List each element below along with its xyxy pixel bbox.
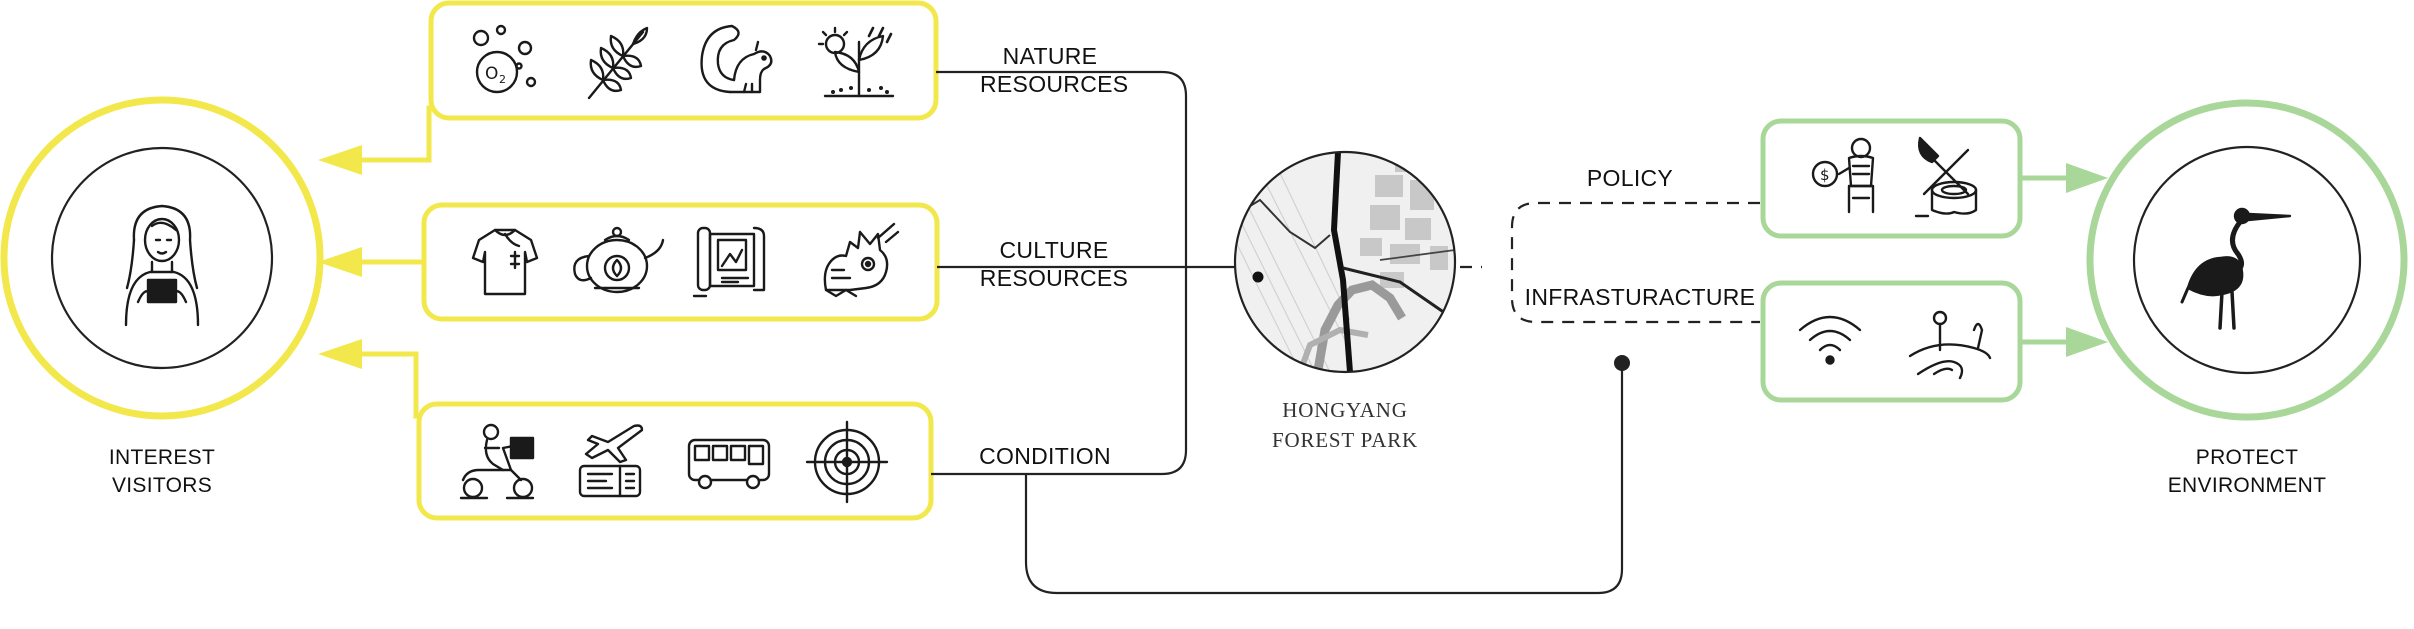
interest-visitors-label: INTEREST VISITORS <box>82 444 242 500</box>
svg-text:$: $ <box>1820 166 1830 184</box>
environment-circle <box>2086 99 2408 421</box>
connector-lines <box>931 70 1760 595</box>
policy-box <box>1760 118 2023 239</box>
park-name-label: HONGYANG FOREST PARK <box>1230 395 1460 455</box>
condition-label: CONDITION <box>979 443 1111 469</box>
nature-resources-line1: NATURE <box>1002 43 1098 69</box>
arrow-nature-to-visitors <box>318 105 432 175</box>
interest-visitors-line1: INTEREST <box>108 446 216 469</box>
nature-resources-label: NATURE RESOURCES <box>980 42 1129 98</box>
teapot-icon <box>573 226 665 294</box>
svg-text:2: 2 <box>499 73 506 86</box>
park-name-line2: FOREST PARK <box>1272 428 1418 452</box>
oxygen-icon: O 2 <box>472 24 537 94</box>
flight-ticket-icon <box>578 424 644 498</box>
no-logging-icon <box>1914 136 1978 218</box>
wheat-icon <box>587 26 649 100</box>
subsidy-person-icon: $ <box>1811 137 1875 214</box>
park-name-line1: HONGYANG <box>1282 398 1408 422</box>
heron-bird-icon <box>2180 207 2292 330</box>
squirrel-icon <box>700 24 773 94</box>
infrastructure-label: INFRASTURACTURE <box>1524 284 1756 310</box>
protect-environment-line2: ENVIRONMENT <box>2167 474 2327 497</box>
qipao-shirt-icon <box>471 228 539 296</box>
culture-resources-line1: CULTURE <box>999 237 1109 263</box>
trail-path-icon <box>1908 310 1992 380</box>
condition-box <box>416 401 934 521</box>
bus-icon <box>687 438 771 490</box>
infrastructure-box <box>1760 280 2023 403</box>
visitors-circle <box>0 96 324 420</box>
park-map <box>1233 150 1457 374</box>
visitor-person-icon <box>124 204 200 327</box>
svg-text:O: O <box>485 64 498 84</box>
protect-environment-label: PROTECT ENVIRONMENT <box>2137 444 2357 500</box>
arrow-condition-to-visitors <box>318 339 419 419</box>
nature-resources-line2: RESOURCES <box>980 71 1129 97</box>
arrow-infrastructure-to-environment <box>2020 327 2108 357</box>
policy-label: POLICY <box>1586 165 1674 191</box>
nature-resources-box <box>428 0 939 121</box>
interest-visitors-line2: VISITORS <box>111 474 213 497</box>
target-icon <box>805 420 889 504</box>
culture-resources-line2: RESOURCES <box>979 265 1129 291</box>
scroll-painting-icon <box>692 226 766 298</box>
arrow-culture-to-visitors <box>318 247 424 277</box>
delivery-scooter-icon <box>459 423 535 500</box>
wifi-icon <box>1798 315 1862 365</box>
arrow-policy-to-environment <box>2020 163 2108 193</box>
dragon-dance-icon <box>823 222 900 298</box>
plant-growth-icon <box>817 26 895 98</box>
culture-resources-label: CULTURE RESOURCES <box>974 236 1134 292</box>
culture-resources-box <box>421 202 940 322</box>
protect-environment-line1: PROTECT <box>2195 446 2299 469</box>
